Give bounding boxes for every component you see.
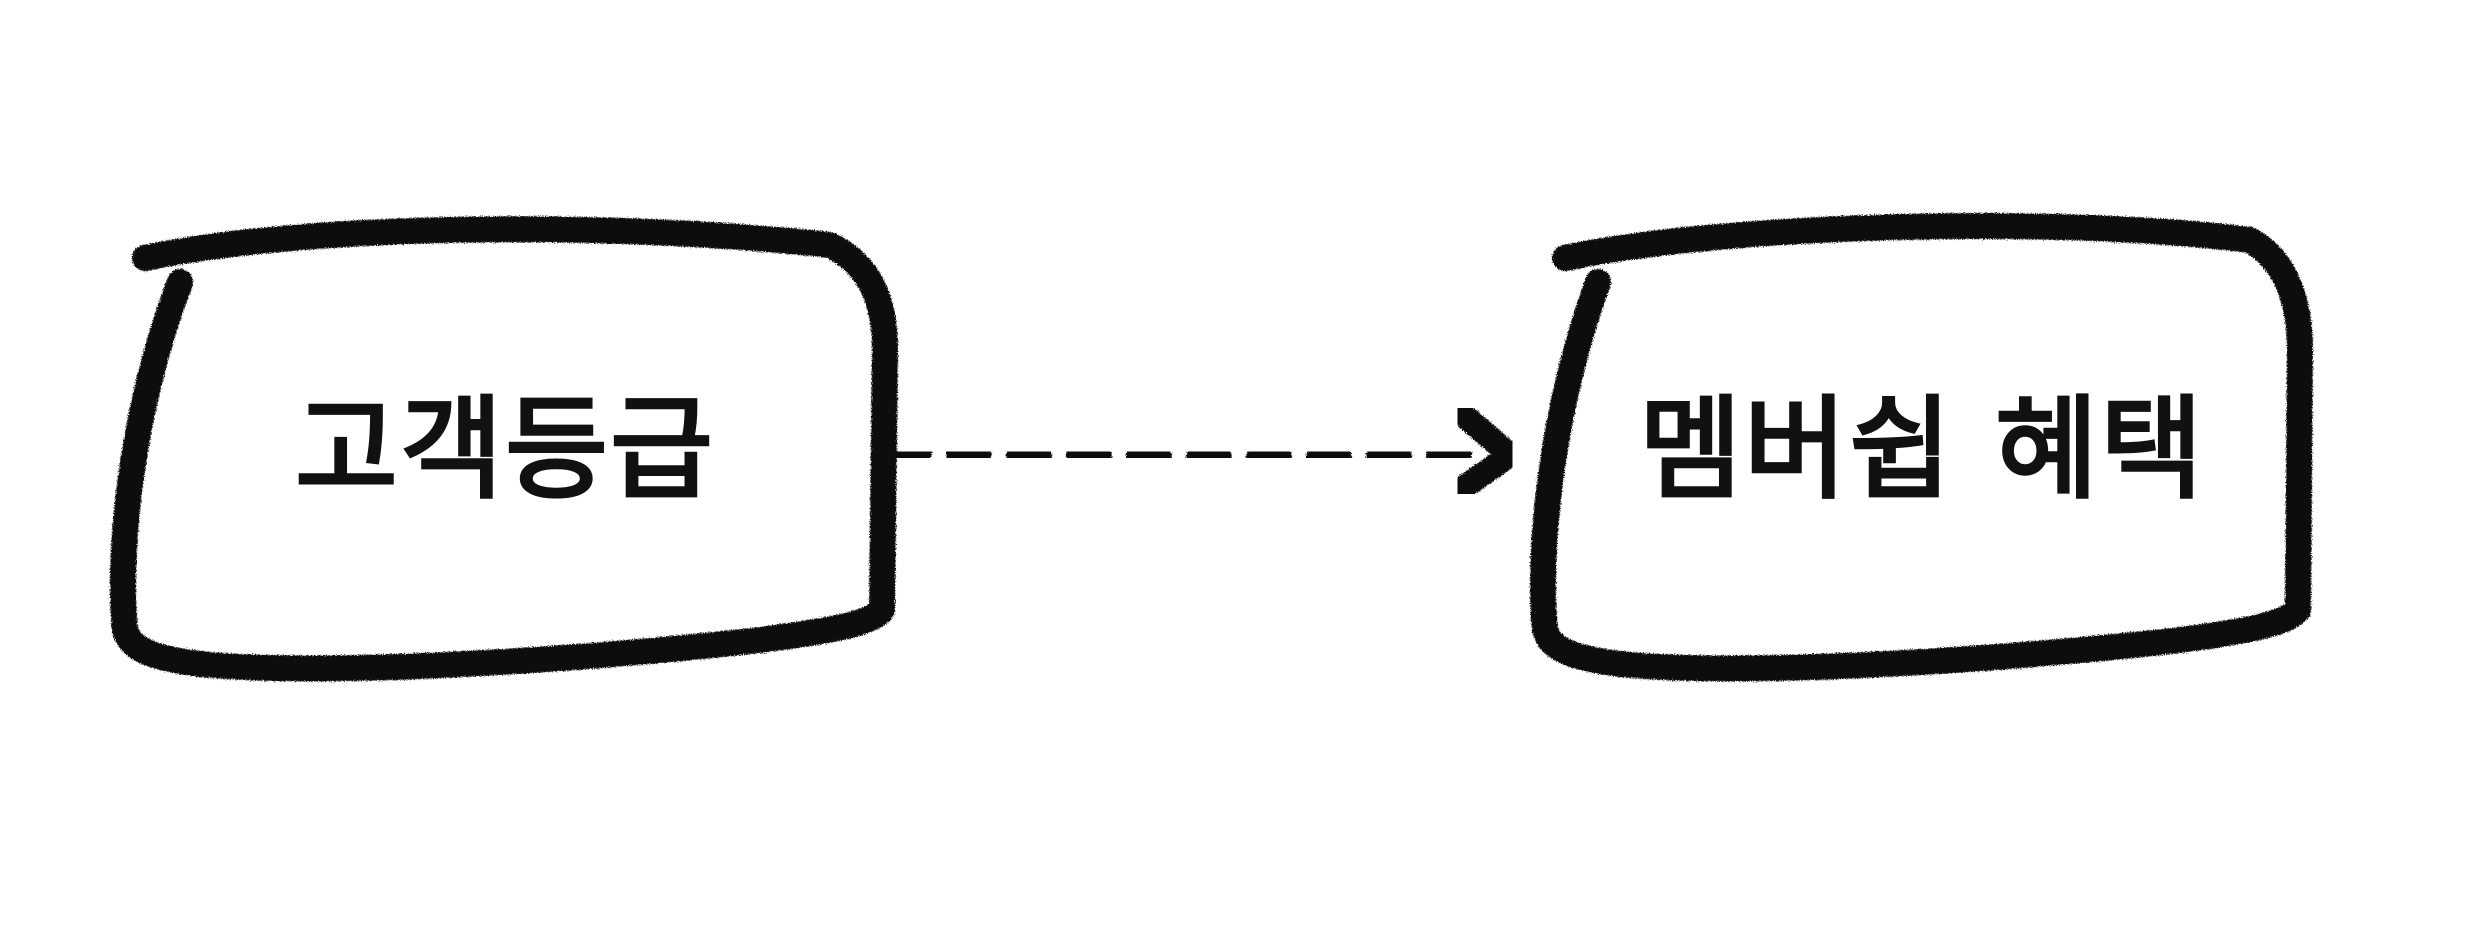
edge-dotted-line — [886, 440, 1492, 470]
arrowhead-icon — [1448, 400, 1522, 502]
node-label-customer-grade: 고객등급 — [295, 385, 715, 515]
node-box — [1530, 213, 2313, 682]
node-label-membership-benefits: 멤버쉽 혜택 — [1639, 385, 2205, 515]
node-customer-grade: 고객등급 — [110, 216, 898, 682]
edge-arrow — [886, 400, 1522, 502]
node-box — [110, 216, 898, 682]
node-membership-benefits: 멤버쉽 혜택 — [1530, 213, 2313, 682]
